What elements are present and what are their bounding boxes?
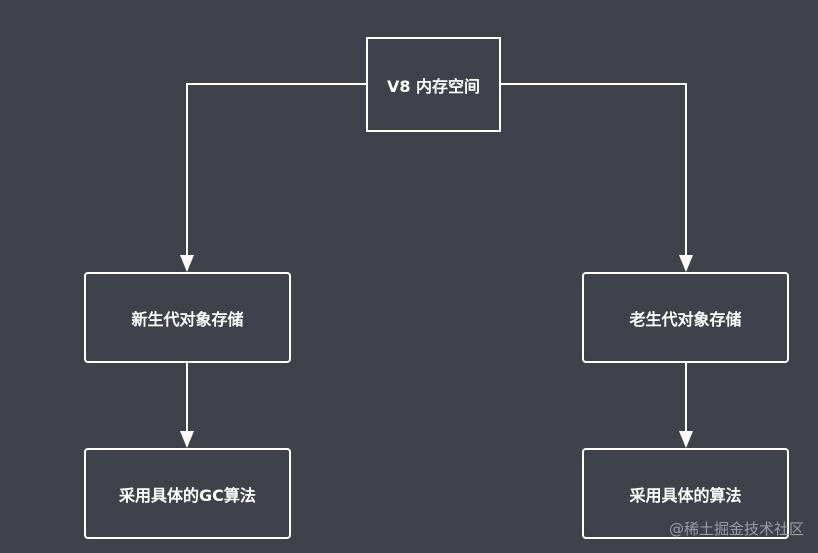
node-old-algorithm-label: 采用具体的算法	[629, 485, 742, 505]
node-v8-memory-space-label: V8 内存空间	[386, 76, 481, 96]
node-young-generation: 新生代对象存储	[84, 272, 291, 363]
node-young-gc-algorithm: 采用具体的GC算法	[84, 448, 291, 539]
arrowhead-young	[180, 255, 194, 272]
node-old-generation-label: 老生代对象存储	[629, 309, 742, 329]
connector-root-to-old	[501, 83, 687, 255]
node-v8-memory-space: V8 内存空间	[366, 37, 501, 132]
arrowhead-young-algorithm	[180, 431, 194, 448]
arrowhead-old-algorithm	[679, 431, 693, 448]
arrowhead-old	[679, 255, 693, 272]
connector-root-to-young	[186, 83, 366, 255]
watermark: @稀土掘金技术社区	[668, 520, 804, 538]
node-old-algorithm: 采用具体的算法	[582, 448, 789, 539]
node-young-gc-algorithm-label: 采用具体的GC算法	[119, 485, 256, 505]
node-young-generation-label: 新生代对象存储	[131, 309, 244, 329]
node-old-generation: 老生代对象存储	[582, 272, 789, 363]
